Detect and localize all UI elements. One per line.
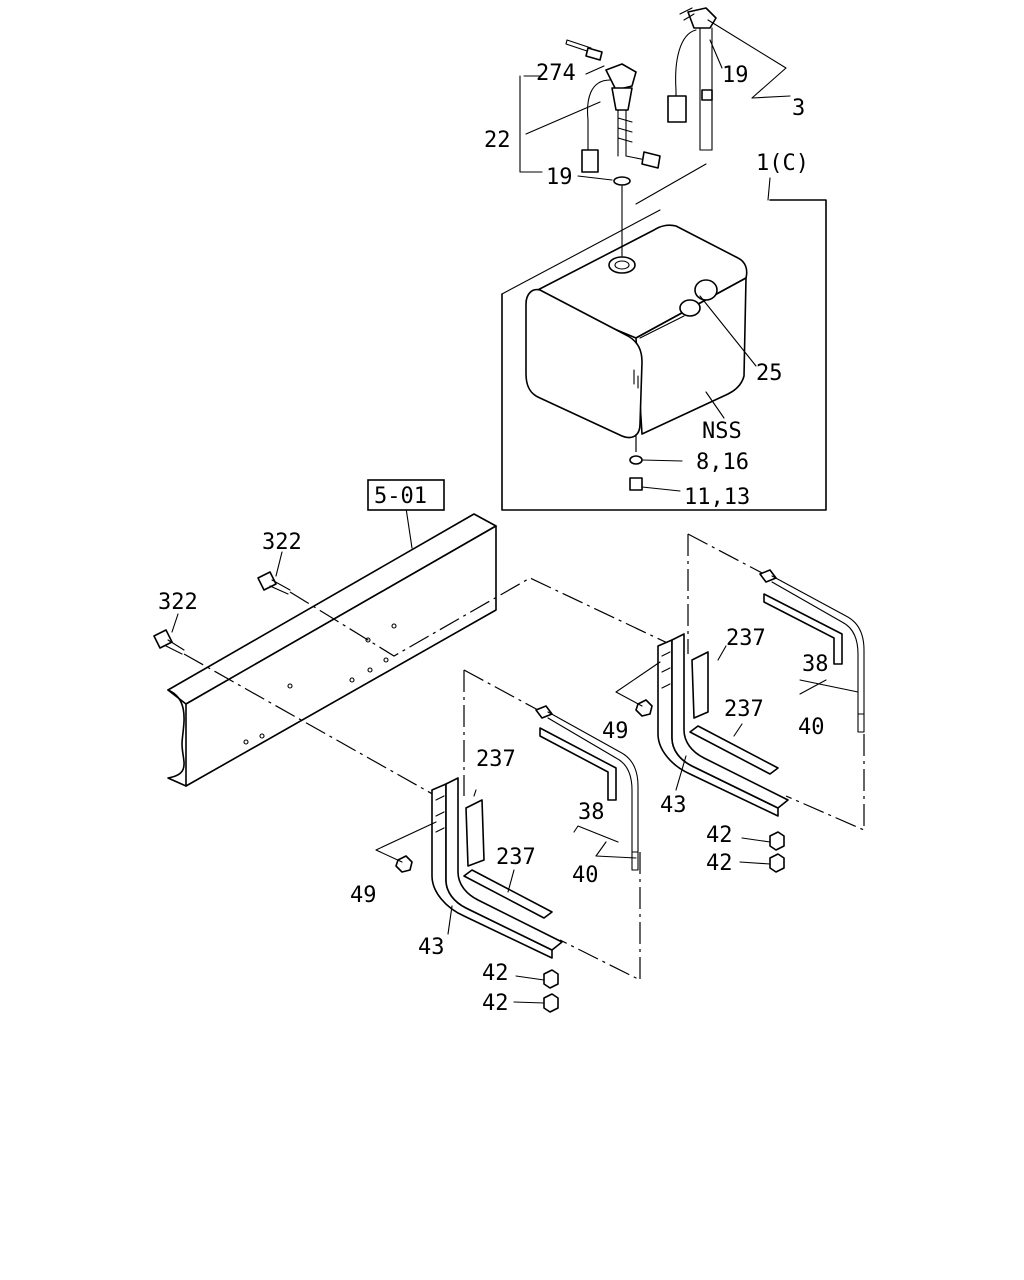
label-40-lower: 40 — [572, 863, 599, 888]
label-322-upper: 322 — [262, 530, 302, 555]
frame-bolt-lower — [153, 629, 437, 797]
label-237-lower-horizontal: 237 — [496, 845, 536, 870]
label-42-upper-b: 42 — [706, 851, 733, 876]
fuel-gauge-sender-unit — [565, 39, 661, 186]
tank-bracket-assembly-lower — [375, 669, 641, 1013]
leader-lines-top — [171, 19, 791, 633]
label-25: 25 — [756, 361, 783, 386]
label-3: 3 — [792, 96, 805, 121]
label-5-01: 5-01 — [374, 484, 427, 509]
label-43-lower: 43 — [418, 935, 445, 960]
label-42-lower-b: 42 — [482, 991, 509, 1016]
label-22: 22 — [484, 128, 511, 153]
fuel-tank-box — [501, 199, 827, 511]
label-40-upper: 40 — [798, 715, 825, 740]
label-43-upper: 43 — [660, 793, 687, 818]
label-237-lower-vertical: 237 — [476, 747, 516, 772]
fuel-level-sender-unit — [667, 7, 717, 151]
label-8-16: 8,16 — [696, 450, 749, 475]
label-38-upper: 38 — [802, 652, 829, 677]
fuel-tank — [525, 224, 748, 439]
drain-plug-parts — [629, 434, 683, 492]
label-11-13: 11,13 — [684, 485, 750, 510]
label-237-upper-horizontal: 237 — [724, 697, 764, 722]
label-274: 274 — [536, 61, 576, 86]
label-42-lower-a: 42 — [482, 961, 509, 986]
label-237-upper-vertical: 237 — [726, 626, 766, 651]
label-42-upper-a: 42 — [706, 823, 733, 848]
label-nss: NSS — [702, 419, 742, 444]
label-19-right: 19 — [722, 63, 749, 88]
chassis-frame-rail — [167, 513, 497, 787]
frame-bolt-upper — [257, 571, 679, 657]
label-19-left: 19 — [546, 165, 573, 190]
label-38-lower: 38 — [578, 800, 605, 825]
label-1c: 1(C) — [756, 151, 809, 176]
tank-bracket-assembly-upper — [615, 533, 865, 873]
label-49-upper: 49 — [602, 719, 629, 744]
reference-box-5-01 — [367, 479, 445, 511]
label-49-lower: 49 — [350, 883, 377, 908]
label-322-lower: 322 — [158, 590, 198, 615]
